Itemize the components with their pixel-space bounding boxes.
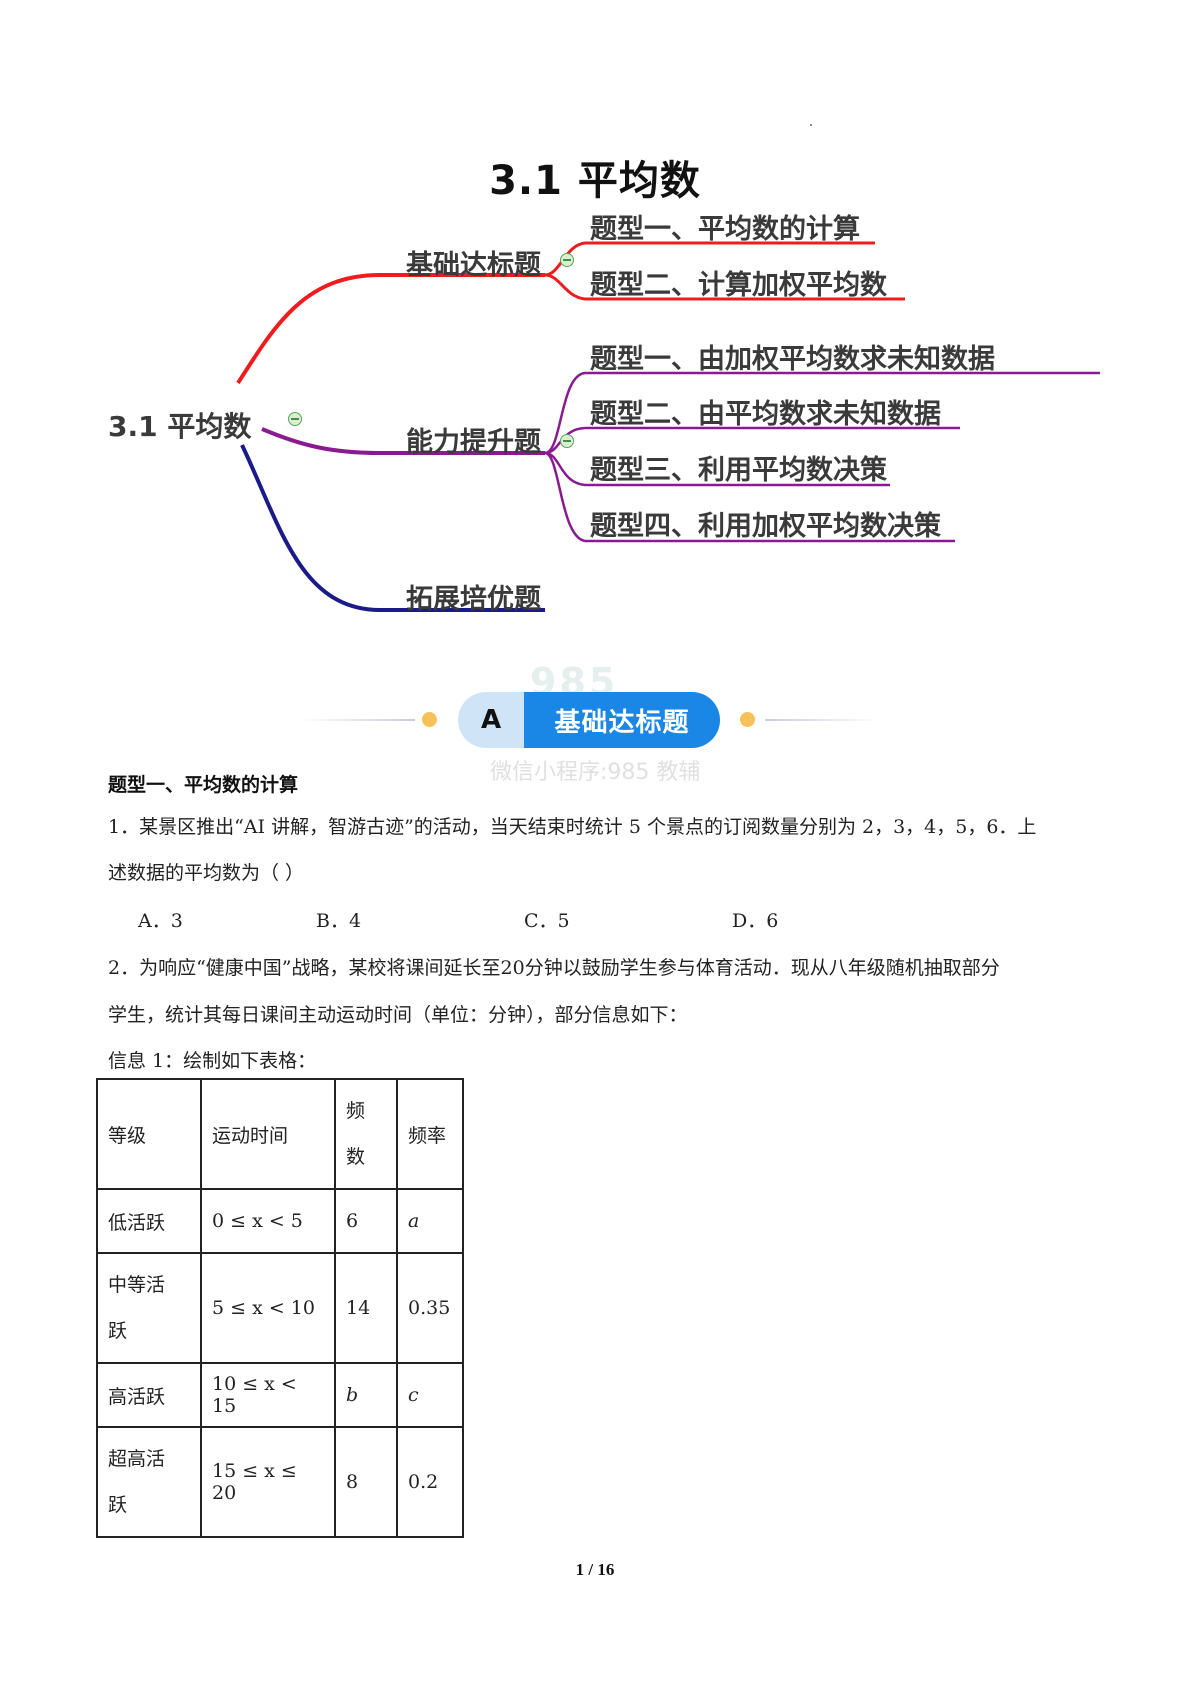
table-row: 低活跃 0 ≤ x < 5 6 a xyxy=(96,1188,464,1254)
collapse-icon[interactable] xyxy=(560,434,574,448)
mind-map-leaf: 题型一、由加权平均数求未知数据 xyxy=(590,344,995,375)
q1-line1: 1．某景区推出“AI 讲解，智游古迹”的活动，当天结束时统计 5 个景点的订阅数… xyxy=(108,816,1037,838)
cell-level: 中等活 跃 xyxy=(96,1252,202,1364)
cell-level: 高活跃 xyxy=(96,1362,202,1428)
choice-d[interactable]: D．6 xyxy=(732,910,779,932)
section-banner: A 基础达标题 xyxy=(300,690,880,750)
cell-rate: c xyxy=(396,1362,464,1428)
mind-map-leaf: 题型一、平均数的计算 xyxy=(590,214,860,245)
table-row: 超高活 跃 15 ≤ x ≤ 20 8 0.2 xyxy=(96,1426,464,1538)
cell-time: 15 ≤ x ≤ 20 xyxy=(200,1426,336,1538)
page-title: 3.1 平均数 xyxy=(489,158,701,204)
q2-line1: 2．为响应“健康中国”战略，某校将课间延长至20分钟以鼓励学生参与体育活动．现从… xyxy=(108,957,1000,979)
activity-table: 等级 运动时间 频 数 频率 低活跃 0 ≤ x < 5 6 a 中等活 跃 5… xyxy=(96,1078,464,1538)
mind-map-root: 3.1 平均数 xyxy=(108,410,252,443)
header-level: 等级 xyxy=(96,1078,202,1190)
cell-level: 低活跃 xyxy=(96,1188,202,1254)
banner-letter: A xyxy=(458,692,524,748)
mind-map-branch-basic: 基础达标题 xyxy=(406,250,541,281)
header-rate: 频率 xyxy=(396,1078,464,1190)
q2-line2: 学生，统计其每日课间主动运动时间（单位：分钟），部分信息如下： xyxy=(108,1004,688,1026)
watermark-text: 微信小程序:985 教辅 xyxy=(490,760,701,785)
page-number: 1 / 16 xyxy=(575,1560,615,1579)
cell-rate: 0.2 xyxy=(396,1426,464,1538)
cell-level: 超高活 跃 xyxy=(96,1426,202,1538)
cell-time: 5 ≤ x < 10 xyxy=(200,1252,336,1364)
cell-count: b xyxy=(334,1362,398,1428)
cell-rate: a xyxy=(396,1188,464,1254)
cell-count: 14 xyxy=(334,1252,398,1364)
choice-b[interactable]: B．4 xyxy=(316,910,362,932)
cell-count: 6 xyxy=(334,1188,398,1254)
banner-dot-left xyxy=(422,712,437,727)
mind-map-branch-improve: 能力提升题 xyxy=(406,427,541,458)
collapse-icon[interactable] xyxy=(560,253,574,267)
banner-pill: A 基础达标题 xyxy=(458,692,720,748)
cell-count: 8 xyxy=(334,1426,398,1538)
stray-mark xyxy=(810,124,812,126)
mind-map-leaf: 题型二、由平均数求未知数据 xyxy=(590,399,941,430)
choice-c[interactable]: C．5 xyxy=(524,910,570,932)
mind-map-leaf: 题型四、利用加权平均数决策 xyxy=(590,511,941,542)
banner-label: 基础达标题 xyxy=(524,692,720,748)
table-row: 高活跃 10 ≤ x < 15 b c xyxy=(96,1362,464,1428)
table-row: 中等活 跃 5 ≤ x < 10 14 0.35 xyxy=(96,1252,464,1364)
cell-time: 10 ≤ x < 15 xyxy=(200,1362,336,1428)
banner-line-left xyxy=(300,719,415,721)
q2-info1: 信息 1：绘制如下表格： xyxy=(108,1050,317,1072)
mind-map-branch-extend: 拓展培优题 xyxy=(406,584,541,615)
cell-rate: 0.35 xyxy=(396,1252,464,1364)
section-heading: 题型一、平均数的计算 xyxy=(108,774,299,796)
header-count: 频 数 xyxy=(334,1078,398,1190)
choice-a[interactable]: A．3 xyxy=(138,910,183,932)
mind-map: 3.1 平均数 基础达标题 题型一、平均数的计算 题型二、计算加权平均数 能力提… xyxy=(90,214,1100,665)
mind-map-leaf: 题型二、计算加权平均数 xyxy=(590,270,887,301)
cell-time: 0 ≤ x < 5 xyxy=(200,1188,336,1254)
banner-line-right xyxy=(765,719,880,721)
mind-map-leaf: 题型三、利用平均数决策 xyxy=(590,455,887,486)
header-time: 运动时间 xyxy=(200,1078,336,1190)
q1-line2: 述数据的平均数为（ ） xyxy=(108,862,305,884)
table-header-row: 等级 运动时间 频 数 频率 xyxy=(96,1078,464,1190)
banner-dot-right xyxy=(740,712,755,727)
collapse-icon[interactable] xyxy=(288,412,302,426)
